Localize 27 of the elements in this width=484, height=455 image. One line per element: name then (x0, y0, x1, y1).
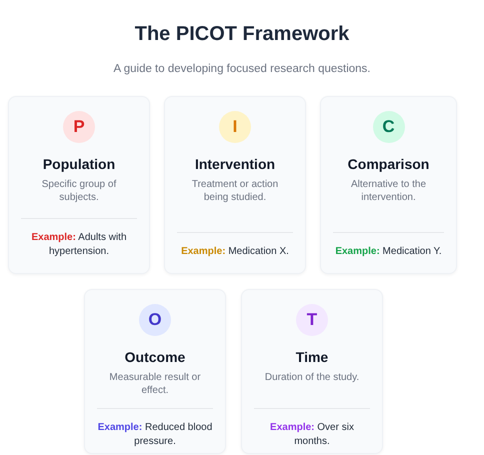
card (320, 96, 457, 274)
card-heading: Intervention (194, 155, 276, 173)
letter-circle: T (296, 304, 328, 336)
card (84, 289, 226, 454)
title: The PICOT Framework (134, 22, 350, 46)
card-heading: Comparison (348, 155, 430, 173)
card-heading: Time (296, 348, 328, 366)
card (241, 289, 383, 454)
card-heading: Population (42, 155, 116, 173)
card-description: Duration of the study. (264, 371, 360, 384)
card (8, 96, 150, 274)
example-text: Example: Over six months. (269, 421, 355, 449)
card (164, 96, 306, 274)
letter-circle: P (63, 111, 95, 143)
example-text: Example: Adults with hypertension. (30, 231, 128, 259)
subtitle: A guide to developing focused research questions. (114, 62, 370, 76)
letter-circle: O (139, 304, 171, 336)
card-heading: Outcome (124, 348, 186, 366)
card-description: Measurable result or effect. (108, 371, 202, 397)
card-description: Specific group of subjects. (40, 178, 118, 204)
example-text: Example: Medication X. (181, 245, 289, 259)
example-text: Example: Medication Y. (335, 245, 442, 259)
card-description: Alternative to the intervention. (350, 178, 428, 204)
letter-circle: C (372, 111, 404, 143)
card-description: Treatment or action being studied. (190, 178, 280, 204)
example-text: Example: Reduced blood pressure. (97, 421, 213, 449)
letter-circle: I (219, 111, 251, 143)
